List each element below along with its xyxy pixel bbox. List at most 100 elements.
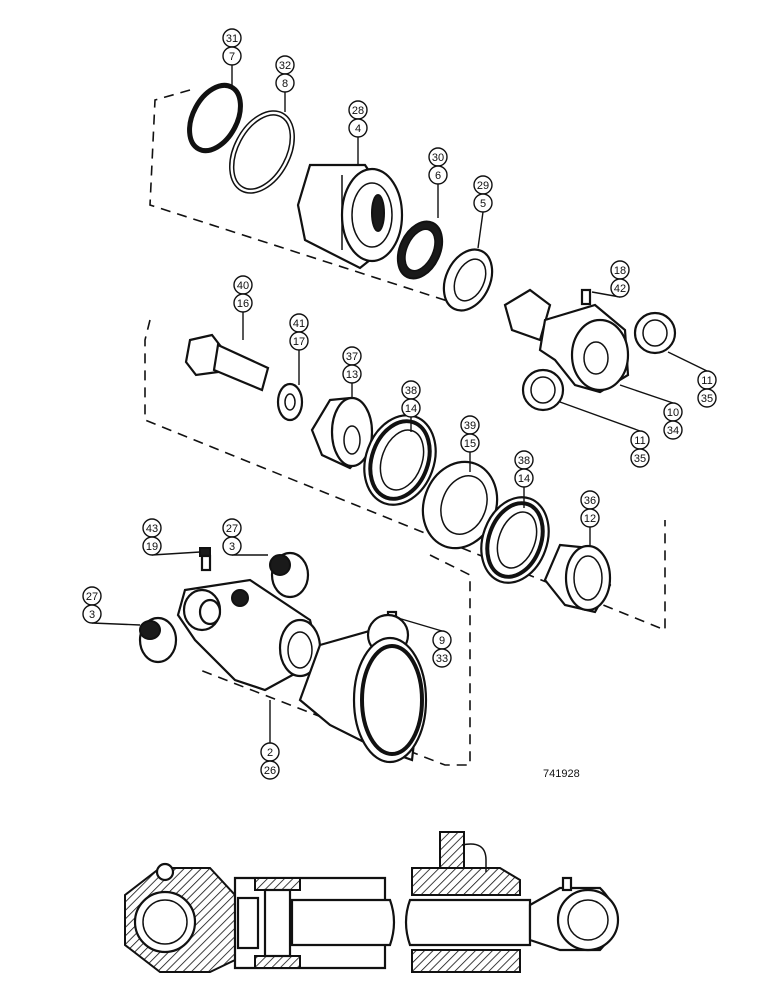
callout-leader-line (397, 617, 443, 632)
callout-circle-bottom (663, 420, 683, 440)
callout-top-number: 41 (293, 318, 305, 330)
callout-bottom-number: 17 (293, 336, 305, 348)
callout-bottom-number: 16 (237, 298, 249, 310)
callout-bottom-number: 14 (405, 403, 417, 415)
callout-30-6: 30 6 (428, 147, 448, 218)
callout-top-number: 32 (279, 60, 291, 72)
fitting-19 (199, 547, 212, 572)
callout-bottom-number: 14 (518, 473, 530, 485)
callout-circle-bottom (401, 398, 421, 418)
callout-circle-bottom (580, 508, 600, 528)
callout-top-number: 11 (634, 435, 645, 447)
callout-bottom-number: 15 (464, 438, 476, 450)
callout-leader-line (667, 351, 708, 372)
callout-circle-bottom (142, 536, 162, 556)
callout-11-35: 11 35 (667, 351, 717, 408)
callout-top-number: 28 (352, 105, 364, 117)
callout-bottom-number: 33 (436, 653, 448, 665)
callout-top-number: 38 (405, 385, 417, 397)
ring-14-a (363, 414, 437, 506)
seal-5 (442, 248, 494, 312)
callout-circle-bottom (342, 364, 362, 384)
callout-bottom-number: 13 (346, 369, 358, 381)
callout-leader-line (619, 384, 674, 404)
callout-circle-bottom (473, 193, 493, 213)
callout-bottom-number: 8 (282, 78, 288, 90)
callout-top-number: 36 (584, 495, 596, 507)
callout-37-13: 37 13 (342, 346, 362, 398)
callout-29-5: 295 (473, 175, 493, 249)
callout-circle-bottom (610, 278, 630, 298)
callout-bottom-number: 26 (264, 765, 276, 777)
callout-11-35: 11 35 (559, 401, 650, 468)
callout-bottom-number: 19 (146, 541, 158, 553)
piston-13 (310, 396, 374, 470)
callout-top-number: 10 (667, 407, 679, 419)
callout-circle-bottom (630, 448, 650, 468)
callout-top-number: 9 (439, 635, 445, 647)
callout-bottom-number: 6 (435, 170, 441, 182)
callout-top-number: 31 (226, 33, 238, 45)
callout-circle-bottom (222, 536, 242, 556)
callout-circle-bottom (348, 118, 368, 138)
seal-ring-7 (187, 82, 243, 154)
callout-circle-bottom (460, 433, 480, 453)
callout-bottom-number: 4 (355, 123, 361, 135)
callout-top-number: 27 (86, 591, 98, 603)
callout-circle-bottom (233, 293, 253, 313)
callout-bottom-number: 35 (701, 393, 713, 405)
callout-31-7: 31 7 (222, 28, 242, 90)
callout-bottom-number: 34 (667, 425, 679, 437)
callout-top-number: 37 (346, 351, 358, 363)
bushing-3-upper (269, 551, 310, 599)
callout-top-number: 11 (701, 375, 712, 387)
callout-bottom-number: 3 (229, 541, 235, 553)
callout-leader-line (151, 551, 201, 556)
callout-top-number: 29 (477, 180, 489, 192)
callout-group: 3173282843062951842113510341135401641173… (82, 28, 717, 780)
callout-top-number: 2 (267, 747, 273, 759)
callout-27-3: 27 3 (82, 586, 141, 626)
callout-40-16: 40 16 (233, 275, 253, 340)
callout-top-number: 27 (226, 523, 238, 535)
callout-circle-bottom (428, 165, 448, 185)
callout-top-number: 38 (518, 455, 530, 467)
callout-top-number: 39 (464, 420, 476, 432)
backup-ring-8 (229, 110, 295, 194)
gland-4 (296, 163, 404, 270)
reference-number: 741928 (543, 768, 580, 780)
callout-9-33: 9 33 (397, 617, 452, 668)
callout-bottom-number: 3 (89, 609, 95, 621)
callout-top-number: 43 (146, 523, 158, 535)
callout-circle-bottom (514, 468, 534, 488)
wiper-6 (396, 220, 444, 280)
rod-end-assembly (503, 288, 677, 412)
callout-43-19: 43 19 (142, 518, 201, 556)
callout-27-3: 27 3 (222, 518, 268, 556)
callout-28-4: 28 4 (348, 100, 368, 165)
callout-leader-line (559, 401, 641, 432)
callout-top-number: 40 (237, 280, 249, 292)
base-end-2 (176, 578, 322, 692)
tube-cylinder (298, 613, 428, 764)
callout-circle-bottom (260, 760, 280, 780)
callout-38-14: 38 14 (514, 450, 534, 508)
callout-bottom-number: 35 (634, 453, 646, 465)
ring-14-b (480, 496, 550, 584)
callout-top-number: 30 (432, 152, 444, 164)
callout-32-8: 32 8 (275, 55, 295, 112)
callout-41-17: 41 17 (289, 313, 309, 385)
callout-bottom-number: 12 (584, 513, 596, 525)
assembled-section-view (124, 831, 620, 973)
bushing-3-left (138, 616, 178, 664)
callout-bottom-number: 7 (229, 51, 235, 63)
callout-38-14: 38 14 (401, 380, 421, 432)
washer-17 (276, 382, 304, 422)
callout-circle-bottom (82, 604, 102, 624)
callout-leader-line (477, 211, 484, 249)
callout-2-26: 2 26 (260, 700, 280, 780)
callout-circle-bottom (222, 46, 242, 66)
callout-circle-bottom (432, 648, 452, 668)
